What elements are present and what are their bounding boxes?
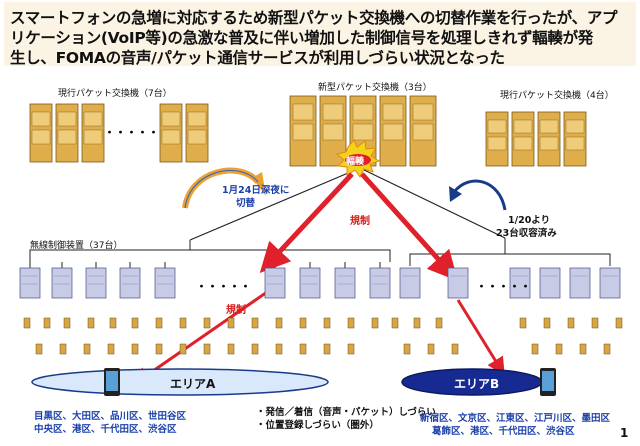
restriction-label-mid: 規制 (226, 305, 246, 316)
wards-a-line-1: 目黒区、大田区、品川区、世田谷区 (34, 411, 187, 422)
area-a-label: エリアA (170, 377, 216, 391)
rnc-units-right (399, 267, 621, 299)
restriction-arrows (132, 172, 505, 386)
wards-a-line-2: 中央区、港区、千代田区、渋谷区 (34, 424, 177, 435)
new-switch-group (289, 95, 437, 167)
rnc-units-left (19, 267, 391, 299)
area-b-label: エリアB (454, 377, 500, 391)
wards-b-line-1: 新宿区、文京区、江東区、江戸川区、墨田区 (420, 413, 611, 424)
title-line-2: リケーション(VoIP等)の急激な普及に伴い増加した制御信号を処理しきれず輻輳が… (10, 29, 593, 47)
impact-line-2: ・位置登録しづらい（圏外） (256, 420, 379, 431)
title-line-3: 生し、FOMAの音声/パケット通信サービスが利用しづらい状況となった (10, 49, 505, 67)
recovered-label-line-1: 1/20より (508, 215, 551, 226)
restriction-label-top: 規制 (350, 216, 370, 227)
recovered-curved-arrow (449, 179, 507, 211)
rnc-bracket-right (409, 238, 611, 266)
base-station-towers (23, 317, 623, 355)
old-switch-group-left (29, 103, 209, 163)
switchover-label-line-1: 1月24日深夜に (222, 185, 290, 196)
new-switch-label: 新型パケット交換機（3台） (318, 83, 432, 93)
title-banner: スマートフォンの急増に対応するため新型パケット交換機への切替作業を行ったが、アプ… (4, 2, 636, 67)
switchover-curved-arrow (182, 167, 266, 209)
old-switch-right-label: 現行パケット交換機（4台） (500, 91, 614, 101)
congestion-burst-icon (335, 139, 381, 178)
dots-rnc-left: ・・・・・ (196, 280, 251, 293)
tree-lines (189, 167, 506, 241)
recovered-label-line-2: 23台収容済み (496, 228, 557, 239)
smartphone-icon-left (104, 368, 120, 396)
dots-old-switch-left: ・・・・・ (104, 126, 159, 139)
old-switch-group-right (485, 111, 587, 167)
congestion-label: 輻輳 (346, 157, 365, 167)
wards-b-line-2: 葛飾区、港区、千代田区、渋谷区 (432, 426, 575, 437)
page-number: 1 (620, 426, 629, 440)
old-switch-left-label: 現行パケット交換機（7台） (58, 89, 172, 99)
smartphone-icon-right (540, 368, 556, 396)
rnc-label: 無線制御装置（37台） (30, 241, 123, 251)
switchover-label-line-2: 切替 (236, 198, 256, 209)
dots-rnc-right: ・・・・・ (476, 280, 531, 293)
impact-line-1: ・発信／着信（音声・パケット）しづらい (256, 407, 436, 418)
title-line-1: スマートフォンの急増に対応するため新型パケット交換機への切替作業を行ったが、アプ (10, 9, 618, 27)
